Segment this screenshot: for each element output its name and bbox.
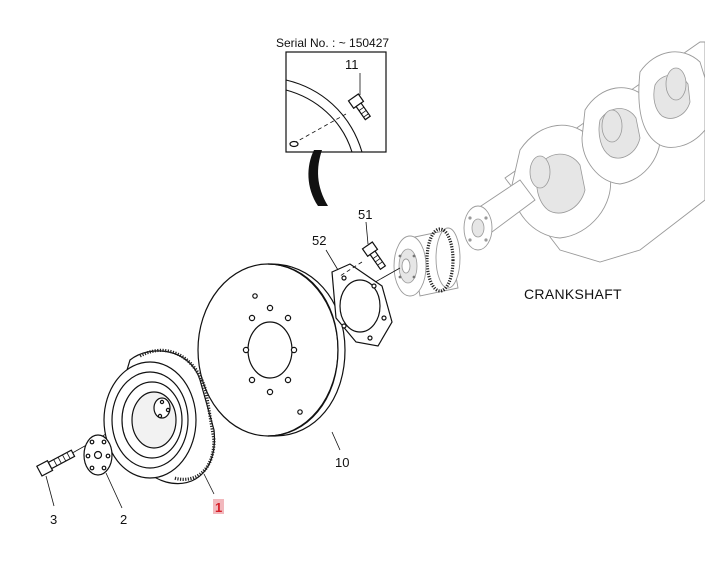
washer-plate-part-2 bbox=[83, 434, 123, 509]
callout-11: 11 bbox=[345, 57, 359, 72]
damper-disc-part-10 bbox=[197, 263, 346, 451]
callout-1-highlight bbox=[213, 499, 224, 514]
serial-number-label: Serial No. : ~ 150427 bbox=[276, 36, 389, 50]
callout-52: 52 bbox=[312, 233, 326, 248]
callout-2: 2 bbox=[120, 512, 127, 527]
center-bolt-part-3 bbox=[36, 449, 76, 507]
serial-detail-inset: Serial No. : ~ 150427 bbox=[276, 36, 389, 153]
callout-1[interactable]: 1 bbox=[215, 500, 222, 515]
bolt-part-51 bbox=[339, 221, 387, 277]
crankshaft-illustration bbox=[463, 41, 705, 263]
callout-3: 3 bbox=[50, 512, 57, 527]
crankshaft-gear bbox=[393, 227, 461, 297]
gasket-part-52 bbox=[325, 249, 393, 347]
callout-10: 10 bbox=[335, 455, 349, 470]
detail-frame bbox=[285, 51, 387, 153]
detail-arrow bbox=[308, 150, 328, 206]
crankshaft-label: CRANKSHAFT bbox=[524, 286, 622, 302]
callout-51: 51 bbox=[358, 207, 372, 222]
damper-pulley-part-1 bbox=[103, 348, 216, 495]
